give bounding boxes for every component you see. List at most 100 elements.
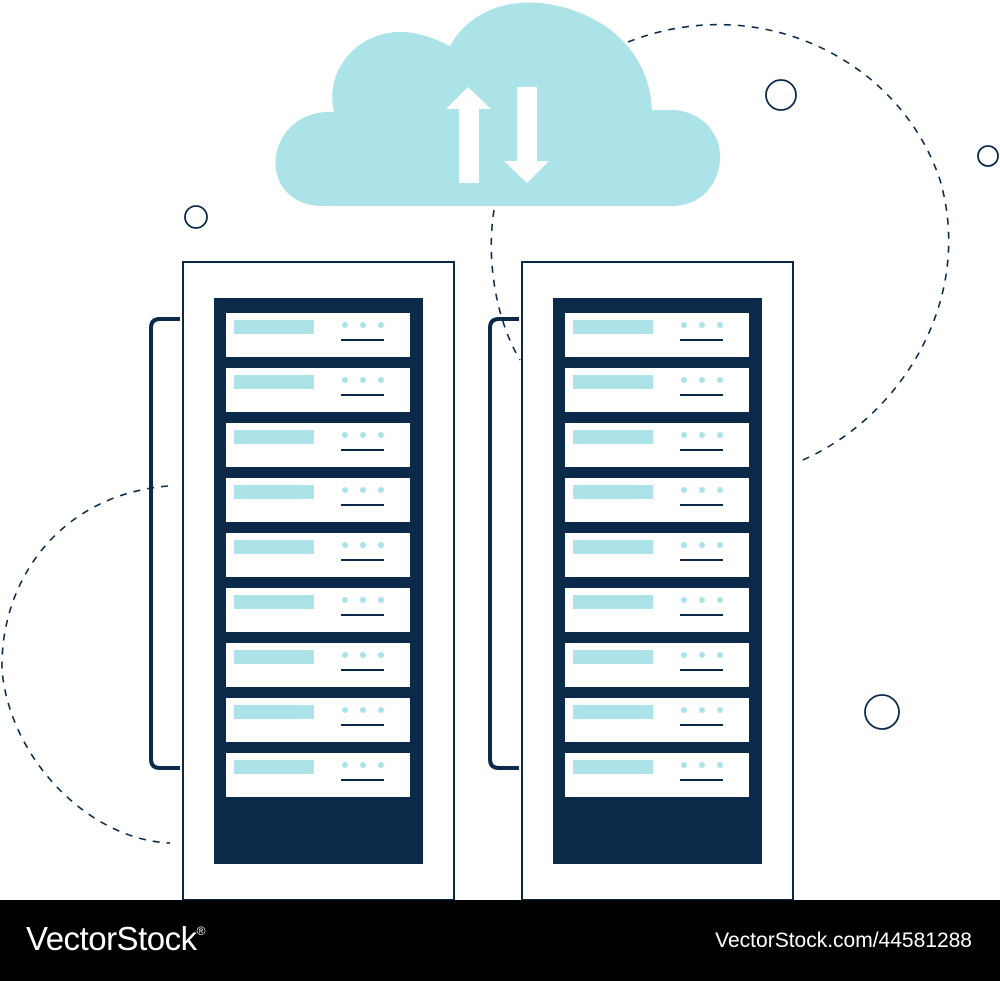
status-led-icon (378, 377, 384, 383)
slot-label-bar (234, 485, 314, 499)
status-led-icon (681, 597, 687, 603)
status-led-icon (342, 652, 348, 658)
status-led-icon (681, 707, 687, 713)
status-led-icon (360, 432, 366, 438)
slot-face (226, 478, 410, 522)
rack-slots (226, 313, 410, 797)
decor-circle (765, 79, 797, 111)
status-led-icon (681, 432, 687, 438)
status-led-icon (342, 707, 348, 713)
status-led-icon (378, 597, 384, 603)
status-led-icon (342, 487, 348, 493)
status-led-icon (342, 597, 348, 603)
slot-face (565, 643, 749, 687)
slot-face (226, 698, 410, 742)
slot-label-bar (234, 650, 314, 664)
slot-vent-line (680, 504, 723, 506)
slot-vent-line (680, 339, 723, 341)
slot-face (226, 313, 410, 357)
slot-vent-line (341, 779, 384, 781)
status-led-icon (378, 542, 384, 548)
slot-vent-line (341, 449, 384, 451)
slot-face (226, 643, 410, 687)
rack-slots (565, 313, 749, 797)
slot-label-bar (573, 760, 653, 774)
slot-label-bar (573, 430, 653, 444)
slot-label-bar (234, 540, 314, 554)
status-led-icon (342, 542, 348, 548)
status-led-icon (717, 432, 723, 438)
slot-label-bar (573, 375, 653, 389)
slot-label-bar (234, 595, 314, 609)
server-slot (565, 588, 749, 632)
slot-label-bar (573, 320, 653, 334)
status-led-icon (360, 487, 366, 493)
server-slot (565, 368, 749, 412)
decor-circle (977, 145, 999, 167)
decor-circle (184, 205, 208, 229)
status-led-icon (378, 652, 384, 658)
status-led-icon (342, 322, 348, 328)
status-led-icon (360, 542, 366, 548)
brand-logo: VectorStock® (26, 920, 205, 958)
slot-vent-line (680, 614, 723, 616)
slot-label-bar (234, 760, 314, 774)
server-slot (565, 643, 749, 687)
status-led-icon (342, 377, 348, 383)
status-led-icon (699, 432, 705, 438)
server-slot (226, 533, 410, 577)
server-slot (226, 588, 410, 632)
slot-label-bar (234, 375, 314, 389)
server-cloud-illustration (1, 2, 999, 900)
slot-face (565, 753, 749, 797)
slot-vent-line (680, 449, 723, 451)
slot-face (226, 533, 410, 577)
status-led-icon (717, 542, 723, 548)
slot-label-bar (573, 485, 653, 499)
status-led-icon (360, 322, 366, 328)
server-slot (226, 368, 410, 412)
slot-vent-line (341, 724, 384, 726)
slot-vent-line (680, 724, 723, 726)
server-slot (226, 643, 410, 687)
slot-face (565, 533, 749, 577)
server-slot (226, 478, 410, 522)
slot-label-bar (573, 595, 653, 609)
status-led-icon (681, 322, 687, 328)
slot-label-bar (234, 430, 314, 444)
dashed-orbit-right (627, 23, 950, 463)
slot-label-bar (234, 320, 314, 334)
slot-face (565, 368, 749, 412)
slot-face (565, 478, 749, 522)
status-led-icon (681, 762, 687, 768)
server-rack (488, 261, 794, 900)
status-led-icon (717, 707, 723, 713)
status-led-icon (378, 432, 384, 438)
server-slot (565, 753, 749, 797)
image-id: VectorStock.com/44581288 (715, 929, 972, 952)
status-led-icon (360, 707, 366, 713)
slot-label-bar (573, 650, 653, 664)
server-slot (565, 478, 749, 522)
slot-face (565, 313, 749, 357)
server-slot (565, 423, 749, 467)
status-led-icon (717, 487, 723, 493)
status-led-icon (360, 377, 366, 383)
rack-handle (488, 317, 519, 770)
decor-circle (864, 694, 900, 730)
dashed-orbit-center (490, 209, 521, 361)
status-led-icon (717, 377, 723, 383)
status-led-icon (681, 542, 687, 548)
status-led-icon (378, 322, 384, 328)
slot-label-bar (234, 705, 314, 719)
status-led-icon (378, 487, 384, 493)
brand-name: VectorStock (26, 920, 197, 957)
status-led-icon (342, 762, 348, 768)
status-led-icon (699, 322, 705, 328)
rack-handle (149, 317, 180, 770)
slot-vent-line (680, 394, 723, 396)
slot-vent-line (341, 614, 384, 616)
status-led-icon (681, 487, 687, 493)
watermark-footer: VectorStock® VectorStock.com/44581288 (0, 900, 1000, 981)
slot-label-bar (573, 705, 653, 719)
